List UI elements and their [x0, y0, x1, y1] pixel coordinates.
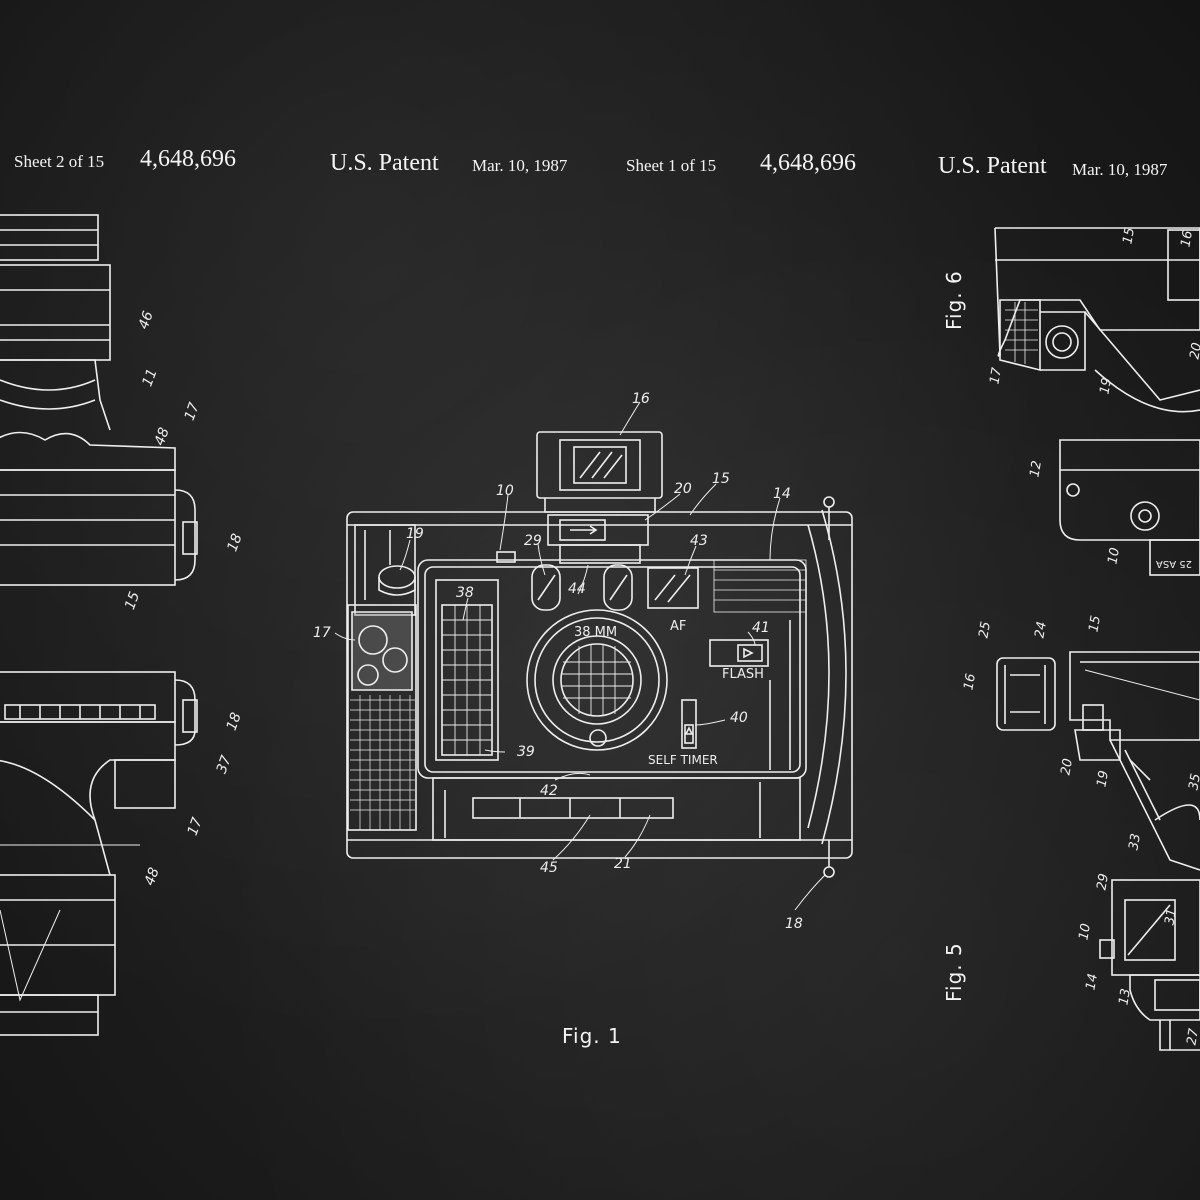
svg-text:10: 10 — [1076, 922, 1094, 941]
svg-text:48: 48 — [142, 865, 163, 887]
fig1-reference-numerals: 16 10 20 15 14 19 29 44 43 17 38 41 40 3… — [313, 391, 803, 932]
svg-text:37: 37 — [214, 753, 235, 775]
svg-text:24: 24 — [1032, 620, 1050, 639]
center-patent-number: 4,648,696 — [760, 150, 856, 176]
svg-text:17: 17 — [313, 625, 331, 641]
svg-text:27: 27 — [1184, 1027, 1200, 1047]
fig1-camera-drawing — [334, 401, 853, 911]
svg-text:40: 40 — [730, 710, 748, 726]
svg-text:19: 19 — [1094, 769, 1112, 788]
svg-text:25: 25 — [976, 620, 994, 639]
svg-text:38: 38 — [456, 585, 474, 601]
svg-text:35: 35 — [1186, 772, 1200, 791]
svg-text:29: 29 — [1094, 872, 1112, 891]
right-patent-title: U.S. Patent — [938, 153, 1047, 179]
svg-text:16: 16 — [961, 672, 979, 691]
svg-text:21: 21 — [614, 856, 632, 872]
fig5-reference-numerals: 25 24 15 16 20 19 35 33 29 31 10 14 13 2… — [961, 614, 1200, 1046]
svg-text:18: 18 — [225, 532, 246, 554]
film-label: 25 ASA — [1156, 558, 1192, 569]
svg-text:44: 44 — [568, 581, 586, 597]
self-timer-label: SELF TIMER — [648, 753, 718, 767]
svg-text:16: 16 — [1178, 229, 1196, 248]
svg-text:14: 14 — [1083, 972, 1101, 991]
svg-text:15: 15 — [122, 590, 143, 612]
af-label: AF — [670, 619, 686, 634]
center-sheet-number: Sheet 1 of 15 — [626, 156, 717, 175]
svg-text:20: 20 — [674, 481, 692, 497]
svg-text:15: 15 — [1120, 226, 1138, 245]
svg-text:33: 33 — [1126, 832, 1144, 851]
svg-text:48: 48 — [152, 425, 173, 447]
svg-text:17: 17 — [185, 815, 206, 837]
svg-text:46: 46 — [136, 309, 157, 331]
svg-text:42: 42 — [540, 783, 558, 799]
svg-text:14: 14 — [773, 486, 791, 502]
svg-text:19: 19 — [1097, 377, 1115, 396]
svg-text:39: 39 — [517, 744, 535, 760]
svg-text:10: 10 — [1105, 547, 1123, 566]
svg-text:15: 15 — [712, 471, 730, 487]
flash-label: FLASH — [722, 667, 764, 682]
center-patent-title: U.S. Patent — [330, 150, 439, 176]
svg-text:12: 12 — [1027, 460, 1045, 479]
svg-text:18: 18 — [785, 916, 803, 932]
svg-text:17: 17 — [182, 400, 203, 422]
svg-text:43: 43 — [690, 533, 708, 549]
camera-printed-labels: 38 MM AF FLASH SELF TIMER — [574, 619, 764, 767]
svg-text:11: 11 — [140, 367, 161, 389]
left-reference-numerals: 46 11 48 17 18 15 18 37 17 48 — [122, 309, 246, 888]
svg-text:17: 17 — [987, 366, 1005, 386]
svg-text:45: 45 — [540, 860, 558, 876]
center-patent-date: Mar. 10, 1987 — [472, 156, 568, 175]
svg-text:10: 10 — [496, 483, 514, 499]
left-sheet-number: Sheet 2 of 15 — [14, 152, 105, 171]
fig6-reference-numerals: 15 16 17 19 20 12 10 25 ASA — [987, 226, 1200, 569]
svg-text:31: 31 — [1162, 907, 1180, 926]
right-patent-date: Mar. 10, 1987 — [1072, 160, 1168, 179]
fig6-drawing — [994, 227, 1200, 576]
fig1-label: Fig. 1 — [562, 1024, 622, 1048]
svg-text:16: 16 — [632, 391, 650, 407]
svg-text:20: 20 — [1187, 342, 1200, 361]
fig5-drawing — [996, 651, 1200, 1051]
svg-text:15: 15 — [1086, 614, 1104, 633]
svg-text:18: 18 — [224, 710, 245, 732]
svg-text:41: 41 — [752, 620, 770, 636]
svg-text:20: 20 — [1058, 757, 1076, 776]
svg-text:13: 13 — [1116, 987, 1134, 1006]
svg-text:19: 19 — [406, 526, 424, 542]
left-patent-number: 4,648,696 — [140, 146, 236, 172]
lens-label: 38 MM — [574, 625, 617, 640]
svg-text:29: 29 — [524, 533, 542, 549]
left-side-view-drawing — [0, 214, 198, 1036]
